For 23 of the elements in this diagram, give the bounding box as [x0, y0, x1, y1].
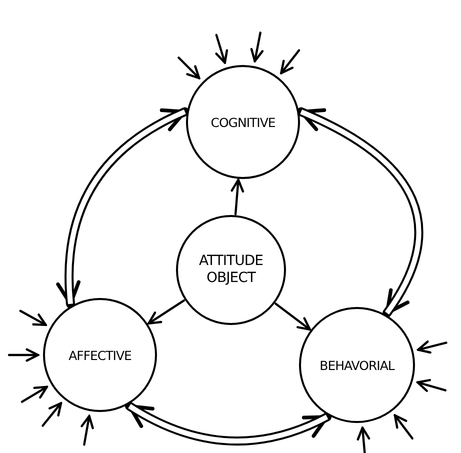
arrow — [19, 310, 47, 326]
arrow — [42, 402, 62, 427]
arrow — [250, 32, 264, 62]
arrow — [416, 378, 447, 392]
arrow — [215, 34, 228, 64]
arrow — [230, 178, 244, 216]
double-headed-arrow — [296, 107, 424, 318]
arrow — [80, 414, 94, 446]
arrow — [394, 414, 414, 440]
arrow — [280, 49, 300, 74]
arrow — [8, 348, 40, 362]
node-label: BEHAVORIAL — [318, 358, 396, 372]
double-headed-arrow — [56, 107, 190, 308]
arrow — [356, 426, 370, 453]
arrow — [417, 340, 448, 354]
arrow — [274, 302, 311, 331]
arrow — [20, 386, 48, 403]
node-label: ATTITUDE OBJECT — [198, 253, 264, 287]
node-label: COGNITIVE — [210, 114, 276, 130]
arrow — [148, 299, 186, 325]
double-headed-arrow — [125, 402, 332, 446]
arrow — [178, 56, 200, 80]
node-label: AFFECTIVE — [68, 348, 132, 362]
